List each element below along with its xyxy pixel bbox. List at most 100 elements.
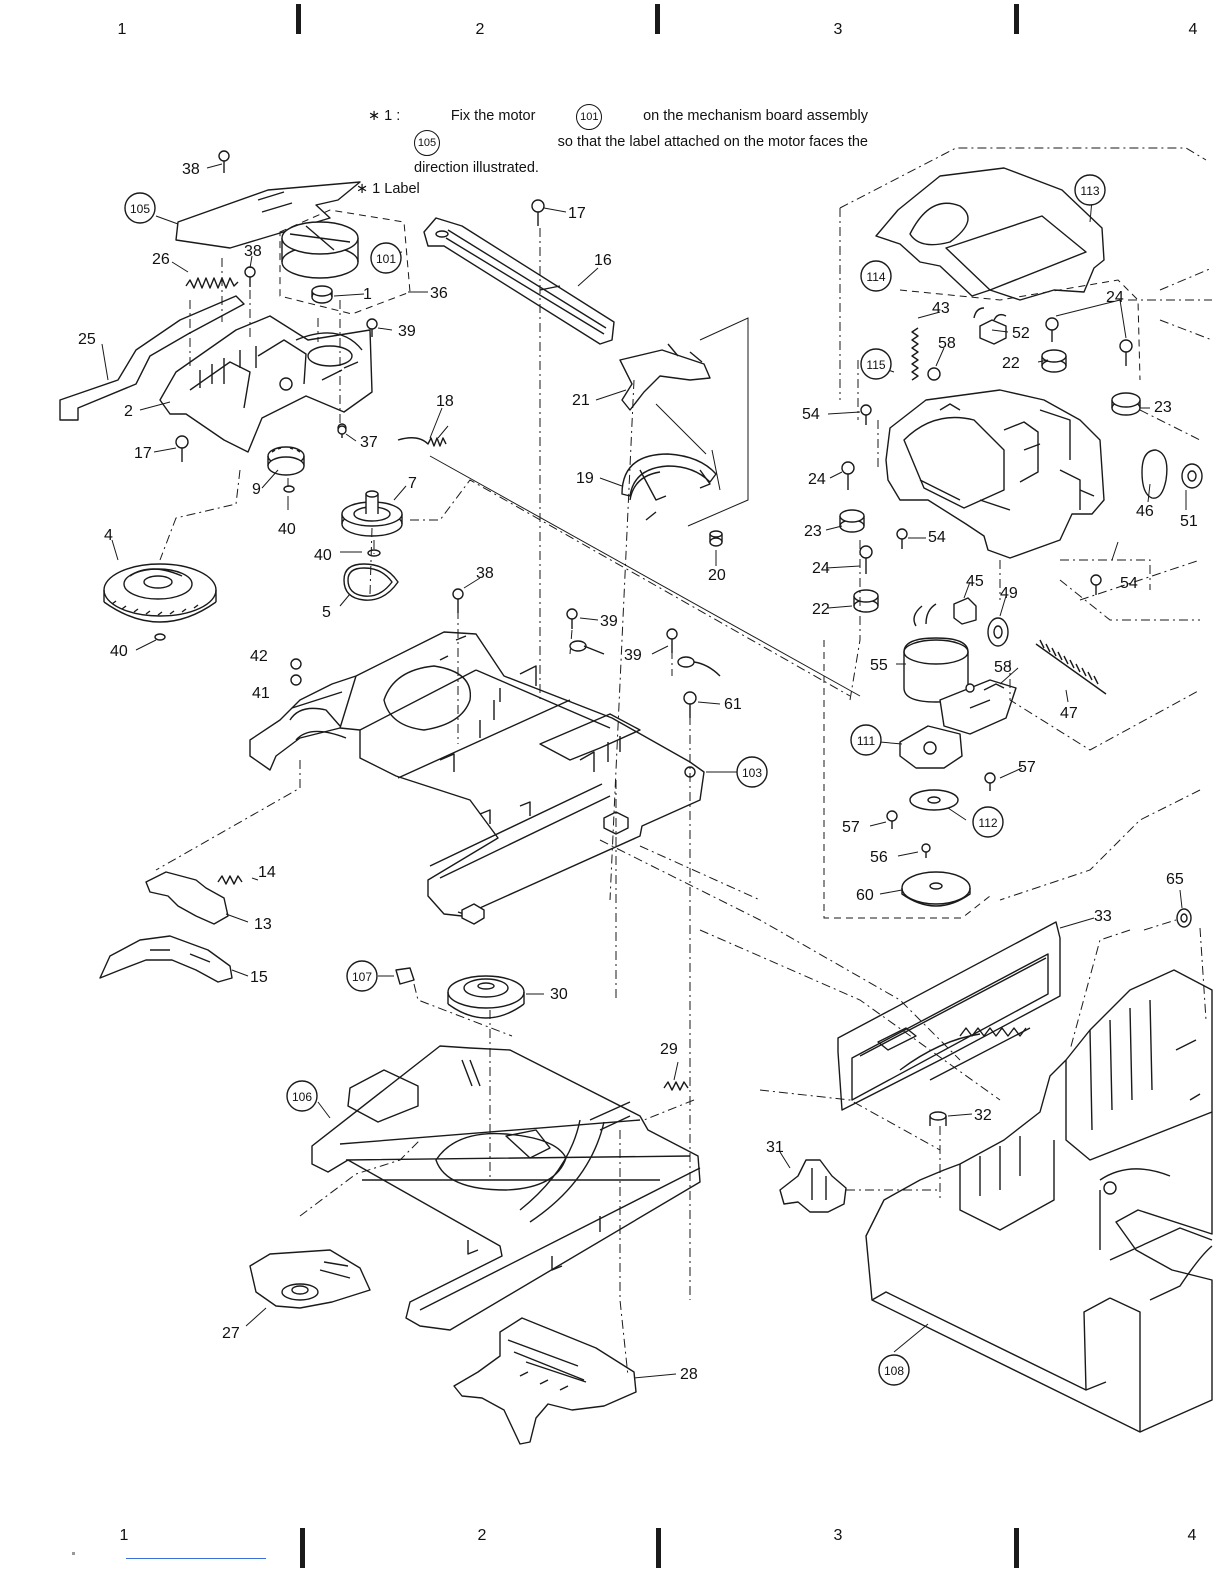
- leader-lines: [101, 163, 1187, 1379]
- label-39a: 39: [398, 323, 416, 340]
- label-24c: 24: [812, 560, 830, 577]
- circled-callouts: 105 101 113 114 115 111 112 103 107 106 …: [124, 174, 1106, 1386]
- label-15: 15: [250, 969, 268, 986]
- label-58b: 58: [994, 659, 1012, 676]
- assembly-lines: [155, 228, 1207, 1377]
- svg-text:114: 114: [866, 270, 885, 284]
- label-37: 37: [360, 434, 378, 451]
- label-30: 30: [550, 986, 568, 1003]
- svg-text:113: 113: [1080, 184, 1099, 198]
- label-65: 65: [1166, 871, 1184, 888]
- footer-link-line: [126, 1558, 266, 1559]
- callout-113: 113: [1074, 174, 1106, 206]
- svg-text:108: 108: [884, 1364, 904, 1378]
- label-56: 56: [870, 849, 888, 866]
- label-14: 14: [258, 864, 276, 881]
- svg-text:106: 106: [292, 1090, 312, 1104]
- callout-107: 107: [346, 960, 378, 992]
- label-18: 18: [436, 393, 454, 410]
- grid-top-3: 3: [834, 21, 843, 38]
- label-17a: 17: [134, 445, 152, 462]
- label-27: 27: [222, 1325, 240, 1342]
- label-annotation: ∗ 1 Label: [356, 181, 420, 197]
- note-text-3: direction illustrated.: [414, 160, 539, 176]
- lower-tray-group: [249, 967, 701, 1445]
- label-4: 4: [104, 527, 113, 544]
- grid-top-1: 1: [118, 21, 127, 38]
- main-plate-group: [99, 588, 721, 983]
- label-28: 28: [680, 1366, 698, 1383]
- label-60: 60: [856, 887, 874, 904]
- upper-mechanism-group: [59, 150, 545, 641]
- label-26: 26: [152, 251, 170, 268]
- label-55: 55: [870, 657, 888, 674]
- note-line-1: ∗ 1 : Fix the motor 101 on the mechanism…: [368, 104, 868, 130]
- callout-108: 108: [878, 1354, 910, 1386]
- callout-103: 103: [736, 756, 768, 788]
- label-32: 32: [974, 1107, 992, 1124]
- label-9: 9: [252, 481, 261, 498]
- callout-114: 114: [860, 260, 892, 292]
- label-17b: 17: [568, 205, 586, 222]
- grid-bottom-4: 4: [1188, 1527, 1197, 1544]
- label-57b: 57: [842, 819, 860, 836]
- svg-text:105: 105: [130, 202, 150, 216]
- label-40c: 40: [110, 643, 128, 660]
- label-16: 16: [594, 252, 612, 269]
- label-7: 7: [408, 475, 417, 492]
- label-22a: 22: [1002, 355, 1020, 372]
- callout-112: 112: [972, 806, 1004, 838]
- label-24b: 24: [808, 471, 826, 488]
- grid-top-2: 2: [476, 21, 485, 38]
- label-41: 41: [252, 685, 270, 702]
- callout-115: 115: [860, 348, 892, 380]
- label-39c: 39: [624, 647, 642, 664]
- label-36: 36: [430, 285, 448, 302]
- svg-text:112: 112: [978, 816, 997, 830]
- label-38c: 38: [476, 565, 494, 582]
- note-text-1b: on the mechanism board assembly: [643, 108, 868, 124]
- grid-top: 1 2 3 4: [118, 4, 1198, 38]
- label-57a: 57: [1018, 759, 1036, 776]
- label-40a: 40: [278, 521, 296, 538]
- label-54b: 54: [928, 529, 946, 546]
- label-31: 31: [766, 1139, 784, 1156]
- label-21: 21: [572, 392, 590, 409]
- label-5: 5: [322, 604, 331, 621]
- label-20: 20: [708, 567, 726, 584]
- label-51: 51: [1180, 513, 1198, 530]
- label-29: 29: [660, 1041, 678, 1058]
- grid-bottom: 1 2 3 4: [120, 1527, 1197, 1568]
- svg-text:103: 103: [742, 766, 762, 780]
- grid-bottom-2: 2: [478, 1527, 487, 1544]
- label-24a: 24: [1106, 289, 1124, 306]
- right-case-group: [779, 908, 1213, 1433]
- svg-text:101: 101: [376, 252, 396, 266]
- callout-101: 101: [370, 242, 402, 274]
- label-40b: 40: [314, 547, 332, 564]
- label-22b: 22: [812, 601, 830, 618]
- label-33: 33: [1094, 908, 1112, 925]
- label-54a: 54: [802, 406, 820, 423]
- label-23a: 23: [1154, 399, 1172, 416]
- label-54c: 54: [1120, 575, 1138, 592]
- right-mechanism-group: [823, 147, 1213, 919]
- label-47: 47: [1060, 705, 1078, 722]
- svg-text:111: 111: [857, 734, 876, 748]
- label-25: 25: [78, 331, 96, 348]
- note-circle-105: 105: [414, 130, 440, 156]
- page-mark: [72, 1552, 75, 1555]
- label-38b: 38: [244, 243, 262, 260]
- label-52: 52: [1012, 325, 1030, 342]
- label-2: 2: [124, 403, 133, 420]
- note-marker: ∗ 1 :: [368, 108, 401, 124]
- assembly-note: ∗ 1 : Fix the motor 101 on the mechanism…: [368, 104, 868, 181]
- note-line-3: direction illustrated.: [368, 156, 868, 181]
- callout-105: 105: [124, 192, 156, 224]
- svg-text:115: 115: [866, 358, 885, 372]
- grid-bottom-3: 3: [834, 1527, 843, 1544]
- label-58a: 58: [938, 335, 956, 352]
- callout-111: 111: [850, 724, 882, 756]
- grid-bottom-1: 1: [120, 1527, 129, 1544]
